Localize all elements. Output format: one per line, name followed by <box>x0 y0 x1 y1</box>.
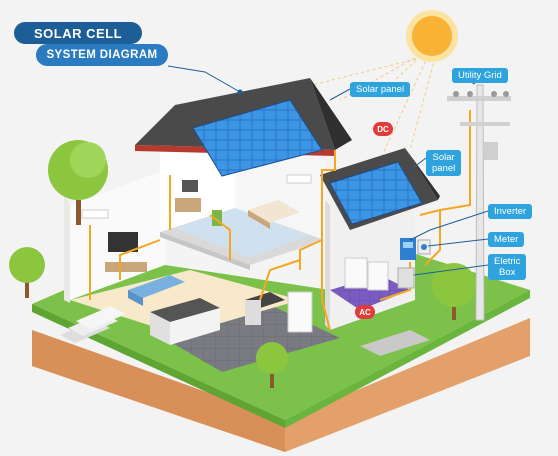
ac-badge: AC <box>355 305 375 319</box>
callout-lines <box>167 65 489 276</box>
inverter-label: Inverter <box>488 204 533 219</box>
meter-label: Meter <box>488 232 525 247</box>
utility-grid-label: Utility Grid <box>452 68 508 83</box>
electric-box-label-line2: Box <box>499 267 516 278</box>
dc-badge: DC <box>373 122 393 136</box>
solar-panel-icon <box>192 99 323 177</box>
living-room-furniture <box>81 209 185 306</box>
tree-icon <box>48 140 108 225</box>
solar-panel-side-label-line1: Solar <box>432 152 455 163</box>
electric-box-icon <box>397 267 415 289</box>
entry-stairs <box>60 306 126 343</box>
sun-icon <box>406 10 458 62</box>
meter-icon <box>417 239 431 255</box>
utility-pole-icon <box>447 84 511 321</box>
tree-icon <box>432 263 476 320</box>
solar-panel-label: Solar panel <box>350 82 411 97</box>
diagram-title-line2: SYSTEM DIAGRAM <box>36 44 168 66</box>
solar-panel-icon <box>329 161 423 225</box>
kitchen <box>150 257 389 345</box>
tree-icon <box>256 342 288 388</box>
solar-panel-side-label-line2: panel <box>432 163 456 174</box>
electric-box-label-line1: Eletric <box>494 256 521 267</box>
wiring <box>89 110 471 331</box>
diagram-title-line1: SOLAR CELL <box>14 22 142 44</box>
solar-panel-side-label: Solar panel <box>426 150 462 176</box>
bedroom-furniture <box>175 174 312 229</box>
inverter-icon <box>400 238 416 260</box>
tree-icon <box>9 247 45 298</box>
electric-box-label: Eletric Box <box>488 254 527 280</box>
